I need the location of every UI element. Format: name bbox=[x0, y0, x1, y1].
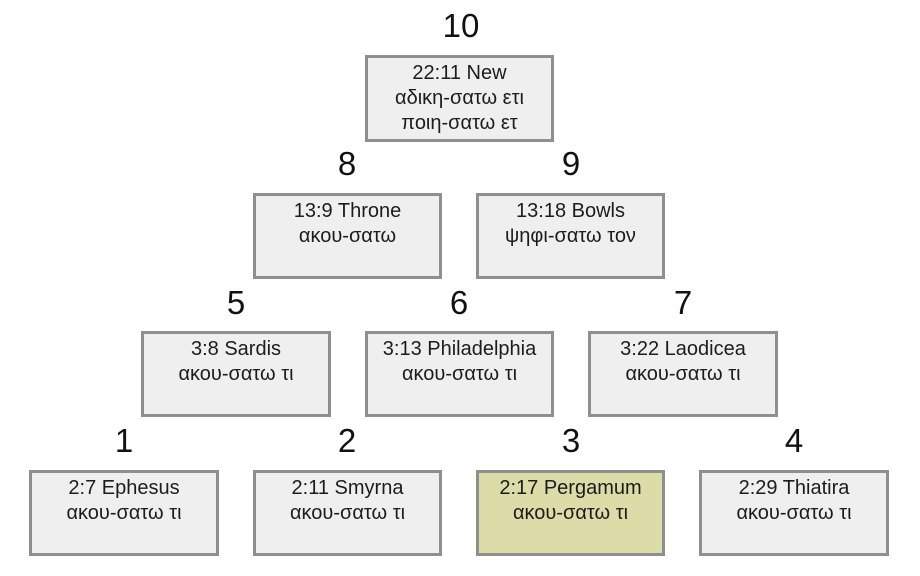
node-ref: 13:9 Throne bbox=[293, 200, 402, 222]
node-box: 2:7 Ephesus ακου-σατω τι bbox=[29, 470, 219, 556]
node-box: 3:22 Laodicea ακου-σατω τι bbox=[588, 331, 778, 417]
node-ref: 22:11 New bbox=[412, 62, 507, 84]
node-number: 2 bbox=[337, 422, 357, 459]
node-text-line: ποιη-σατω ετ bbox=[401, 112, 518, 134]
node-box: 13:9 Throne ακου-σατω bbox=[253, 193, 442, 279]
node-box: 13:18 Bowls ψηφι-σατω τον bbox=[476, 193, 665, 279]
node-ref: 13:18 Bowls bbox=[516, 200, 625, 222]
node-number: 1 bbox=[114, 422, 134, 459]
node-box: 22:11 New αδικη-σατω ετι ποιη-σατω ετ bbox=[365, 55, 554, 142]
node-number: 8 bbox=[337, 145, 357, 182]
node-box: 3:8 Sardis ακου-σατω τι bbox=[141, 331, 331, 417]
node-text-line: ακου-σατω τι bbox=[178, 363, 294, 385]
node-ref: 2:29 Thiatira bbox=[738, 477, 850, 499]
node-box: 2:29 Thiatira ακου-σατω τι bbox=[699, 470, 889, 556]
node-text-line: ακου-σατω τι bbox=[289, 502, 406, 524]
node-box: 3:13 Philadelphia ακου-σατω τι bbox=[365, 331, 554, 417]
node-text-line: αδικη-σατω ετι bbox=[395, 87, 524, 109]
node-ref: 2:11 Smyrna bbox=[291, 477, 404, 499]
node-text-line: ακου-σατω τι bbox=[736, 502, 852, 524]
node-text-line: ψηφι-σατω τον bbox=[505, 225, 636, 247]
node-text-line: ακου-σατω τι bbox=[512, 502, 629, 524]
node-text-line: ακου-σατω τι bbox=[625, 363, 741, 385]
node-ref: 3:22 Laodicea bbox=[620, 338, 746, 360]
node-text-line: ακου-σατω bbox=[298, 225, 397, 247]
node-number: 9 bbox=[561, 145, 581, 182]
node-ref: 3:13 Philadelphia bbox=[382, 338, 537, 360]
node-ref: 3:8 Sardis bbox=[190, 338, 282, 360]
node-number: 10 bbox=[442, 7, 480, 44]
node-number: 5 bbox=[226, 284, 246, 321]
node-box: 2:11 Smyrna ακου-σατω τι bbox=[253, 470, 442, 556]
node-number: 7 bbox=[673, 284, 693, 321]
node-ref: 2:7 Ephesus bbox=[68, 477, 180, 499]
node-number: 3 bbox=[561, 422, 581, 459]
node-ref: 2:17 Pergamum bbox=[499, 477, 642, 499]
node-text-line: ακου-σατω τι bbox=[401, 363, 518, 385]
node-text-line: ακου-σατω τι bbox=[66, 502, 182, 524]
node-box-highlighted: 2:17 Pergamum ακου-σατω τι bbox=[476, 470, 665, 556]
node-number: 4 bbox=[784, 422, 804, 459]
node-number: 6 bbox=[449, 284, 469, 321]
